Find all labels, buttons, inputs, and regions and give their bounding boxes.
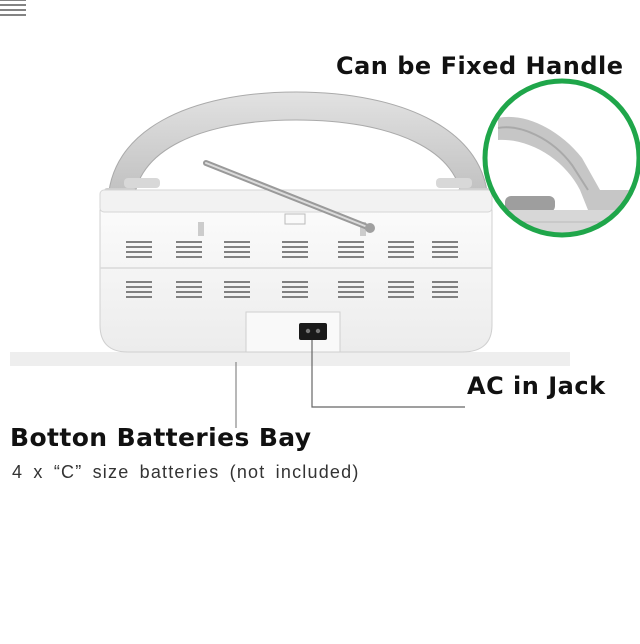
vent-grilles <box>126 241 458 298</box>
battery-note: 4 x “C” size batteries (not included) <box>12 462 360 482</box>
battery-bay-callout: Botton Batteries Bay <box>10 423 312 452</box>
ac-leader-line <box>311 340 465 408</box>
upper-vents <box>0 0 26 16</box>
telescopic-antenna <box>203 160 375 233</box>
floor-shadow <box>10 352 570 366</box>
highlight-ring <box>482 78 640 238</box>
handle-callout: Can be Fixed Handle <box>336 52 624 80</box>
ac-jack-callout: AC in Jack <box>467 372 606 400</box>
handle-zoom-detail <box>482 78 640 238</box>
ac-jack-port <box>299 323 327 340</box>
